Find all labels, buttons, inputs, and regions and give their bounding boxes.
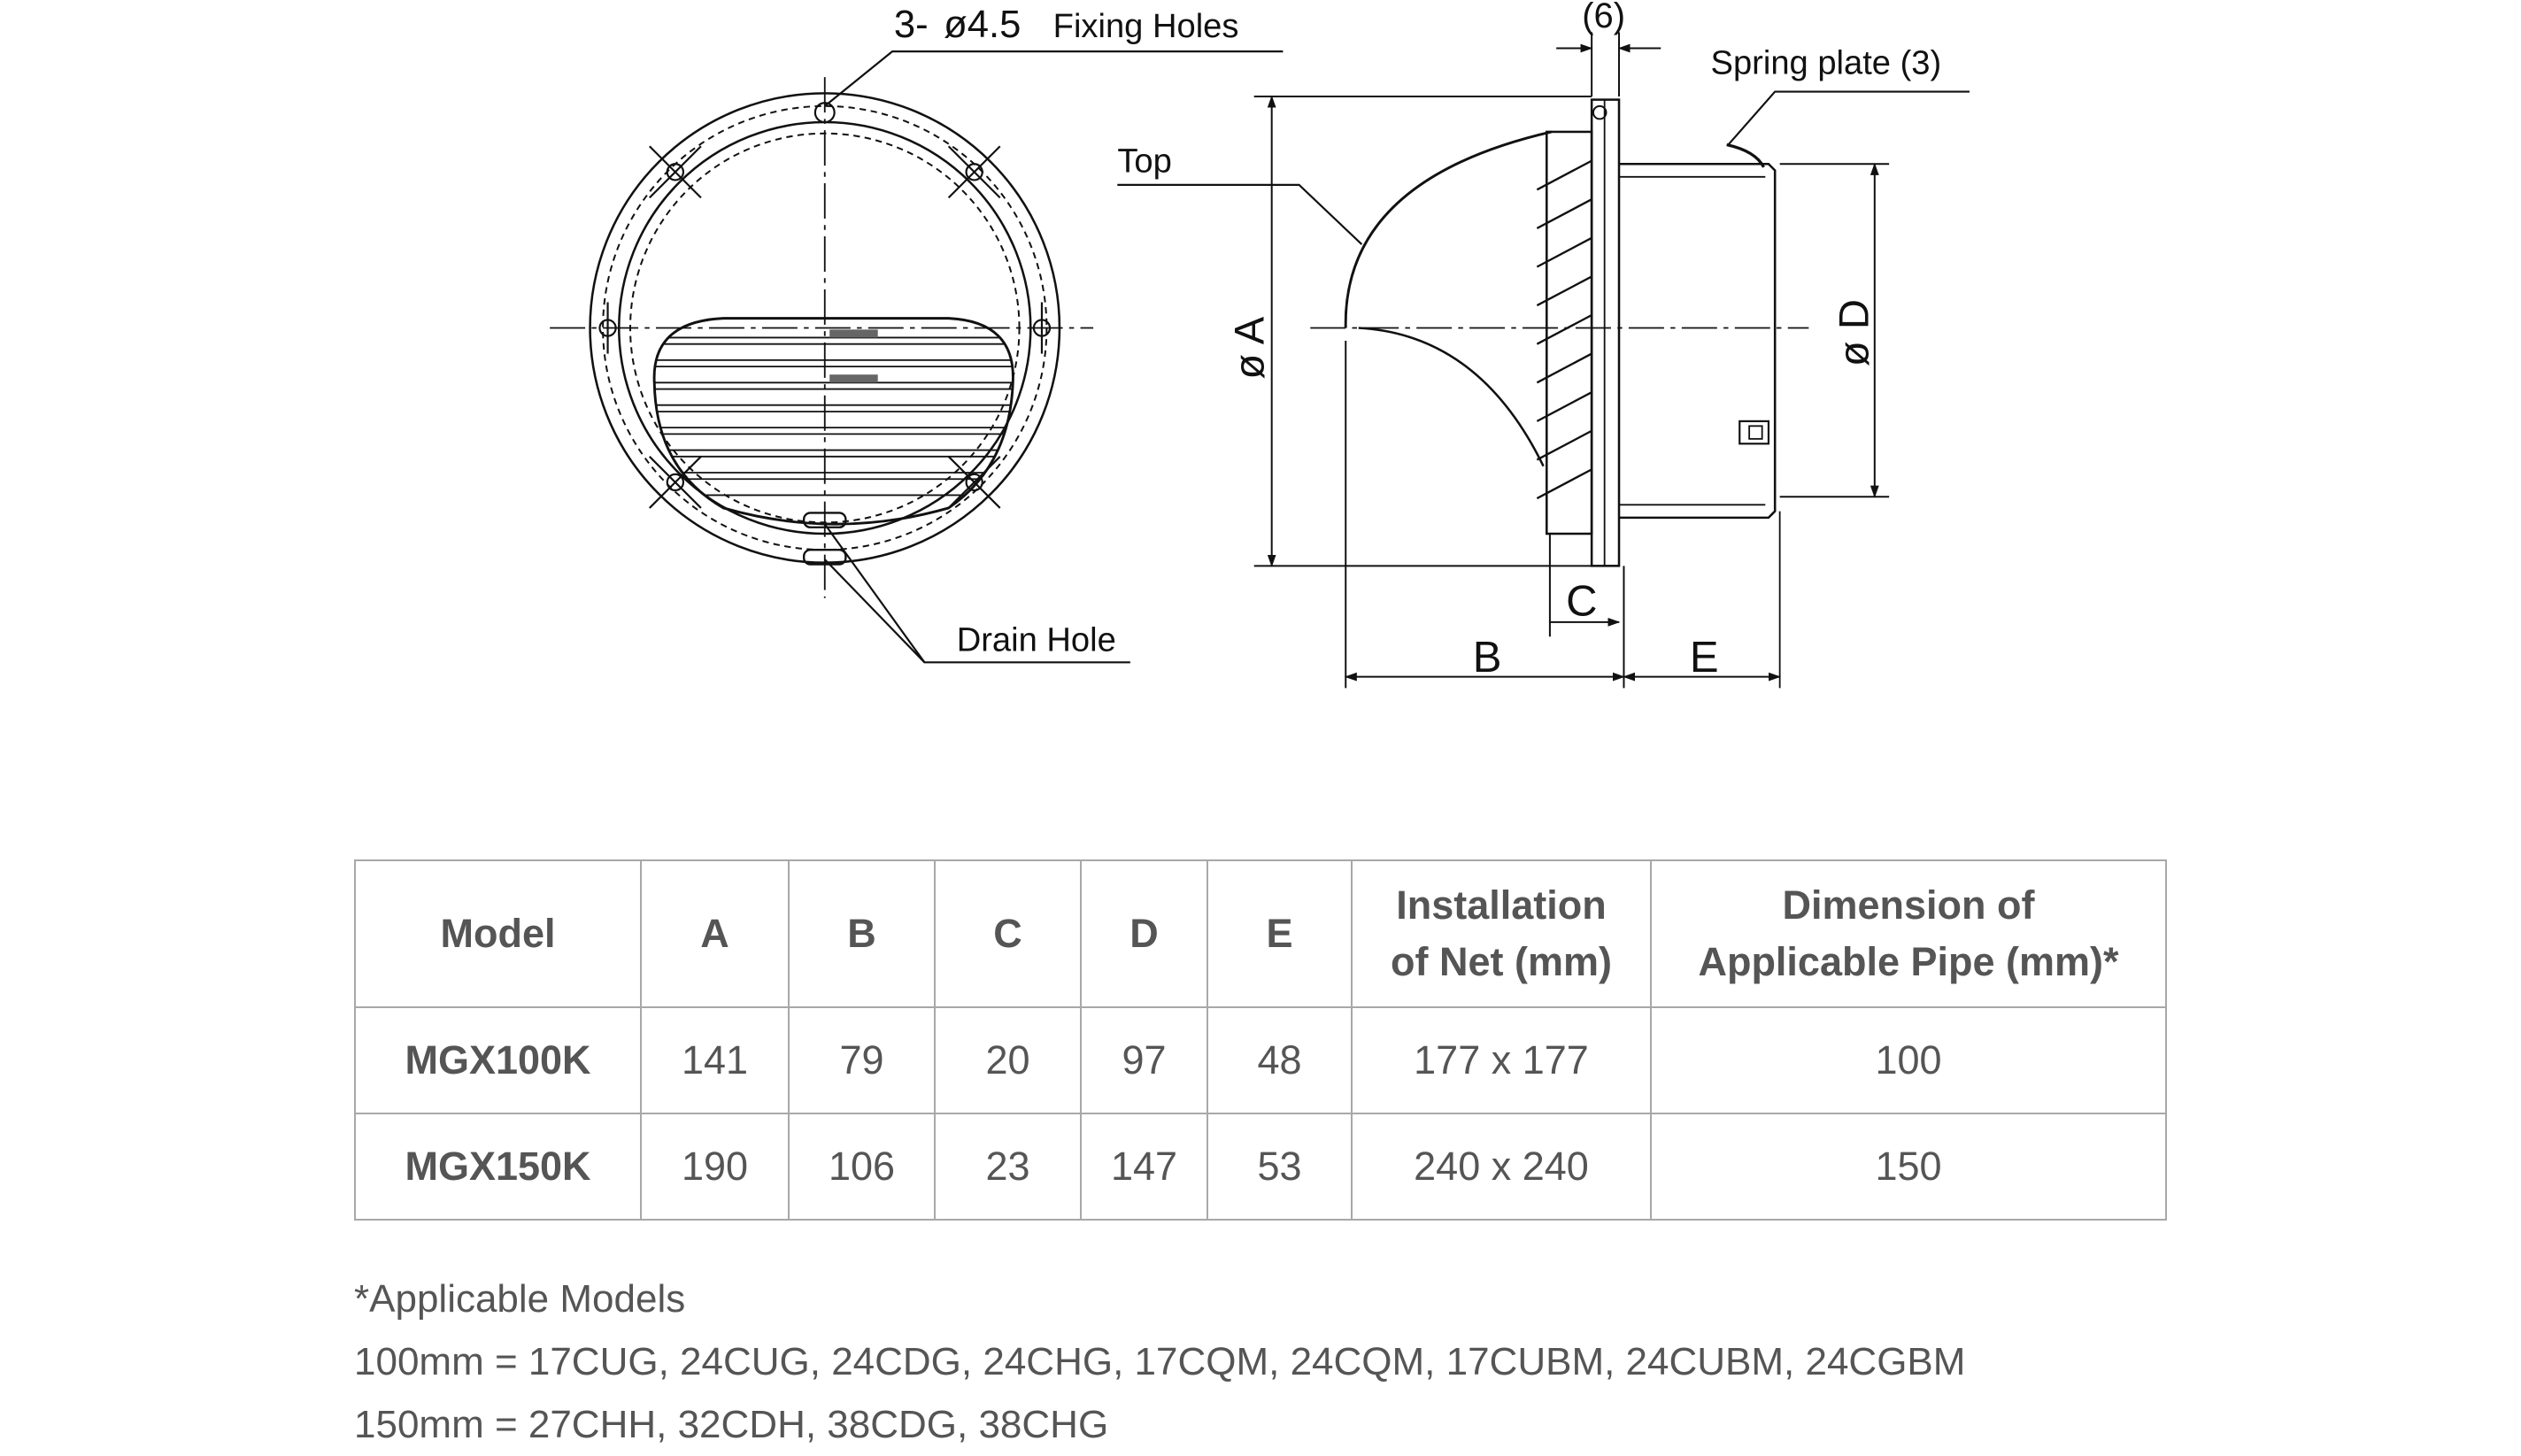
front-leaders bbox=[823, 50, 1284, 664]
grille-outline bbox=[652, 317, 1014, 526]
cell-b: 79 bbox=[788, 1006, 936, 1114]
pipe-latch bbox=[1738, 420, 1770, 445]
notes-line-100mm: 100mm = 17CUG, 24CUG, 24CDG, 24CHG, 17CQ… bbox=[354, 1340, 1966, 1383]
drain-hole-label: Drain Hole bbox=[957, 621, 1116, 659]
table-row: MGX150K 190 106 23 147 53 240 x 240 150 bbox=[354, 1113, 2167, 1221]
header-pipe-line2: Applicable Pipe (mm)* bbox=[1698, 939, 2119, 984]
dim-d-label: ø D bbox=[1831, 299, 1878, 366]
drain-slot bbox=[802, 512, 847, 528]
louver-blades bbox=[1536, 159, 1592, 500]
side-leaders bbox=[1117, 90, 1970, 245]
cell-a: 141 bbox=[640, 1006, 790, 1114]
cell-net: 240 x 240 bbox=[1351, 1113, 1652, 1221]
applicable-models-notes: *Applicable Models 100mm = 17CUG, 24CUG,… bbox=[354, 1267, 1965, 1456]
fixing-holes-label-size: ø4.5 bbox=[944, 4, 1021, 46]
cell-b: 106 bbox=[788, 1113, 936, 1221]
cell-d: 147 bbox=[1080, 1113, 1208, 1221]
front-view bbox=[550, 77, 1094, 598]
pipe-latch-inner bbox=[1748, 425, 1763, 440]
header-d: D bbox=[1080, 859, 1208, 1008]
notes-title: *Applicable Models bbox=[354, 1277, 686, 1321]
hood-top-arc bbox=[1344, 130, 1553, 328]
cell-e: 53 bbox=[1207, 1113, 1353, 1221]
cell-net: 177 x 177 bbox=[1351, 1006, 1652, 1114]
header-pipe-line1: Dimension of bbox=[1782, 882, 2035, 928]
mesh-patch bbox=[829, 374, 878, 383]
fixing-holes-label-prefix: 3- bbox=[894, 4, 929, 46]
dimension-lines bbox=[1253, 32, 1890, 689]
cell-c: 23 bbox=[934, 1113, 1082, 1221]
header-net-line1: Installation bbox=[1396, 882, 1607, 928]
cell-model: MGX150K bbox=[354, 1113, 642, 1221]
fixing-hole-marks bbox=[598, 102, 1052, 509]
mesh-patch bbox=[829, 329, 878, 338]
drain-slot bbox=[802, 548, 847, 566]
notes-line-150mm: 150mm = 27CHH, 32CDH, 38CDG, 38CHG bbox=[354, 1403, 1109, 1446]
header-a: A bbox=[640, 859, 790, 1008]
header-model: Model bbox=[354, 859, 642, 1008]
top-label: Top bbox=[1117, 142, 1171, 180]
header-c: C bbox=[934, 859, 1082, 1008]
table-row: MGX100K 141 79 20 97 48 177 x 177 100 bbox=[354, 1006, 2167, 1114]
flange-plate bbox=[1590, 98, 1621, 567]
cell-pipe: 100 bbox=[1650, 1006, 2167, 1114]
spring-plate-label: Spring plate (3) bbox=[1711, 44, 1942, 82]
dim-e-label: E bbox=[1690, 634, 1719, 682]
header-e: E bbox=[1207, 859, 1353, 1008]
header-pipe: Dimension of Applicable Pipe (mm)* bbox=[1650, 859, 2167, 1008]
dim-6-label: (6) bbox=[1582, 0, 1625, 35]
side-view bbox=[1310, 98, 1809, 689]
dim-b-label: B bbox=[1473, 634, 1502, 682]
cell-d: 97 bbox=[1080, 1006, 1208, 1114]
hood-side-curve bbox=[1358, 327, 1545, 467]
header-net: Installation of Net (mm) bbox=[1351, 859, 1652, 1008]
cell-a: 190 bbox=[640, 1113, 790, 1221]
dim-c-label: C bbox=[1566, 578, 1597, 626]
spring-plate bbox=[1726, 143, 1765, 168]
cell-pipe: 150 bbox=[1650, 1113, 2167, 1221]
header-b: B bbox=[788, 859, 936, 1008]
cell-e: 48 bbox=[1207, 1006, 1353, 1114]
cell-model: MGX100K bbox=[354, 1006, 642, 1114]
cell-c: 20 bbox=[934, 1006, 1082, 1114]
pipe-section bbox=[1619, 162, 1777, 520]
flange-screw bbox=[1592, 104, 1607, 120]
fixing-holes-label: Fixing Holes bbox=[1053, 7, 1239, 45]
dim-a-label: ø A bbox=[1227, 316, 1274, 379]
header-net-line2: of Net (mm) bbox=[1391, 939, 1612, 984]
